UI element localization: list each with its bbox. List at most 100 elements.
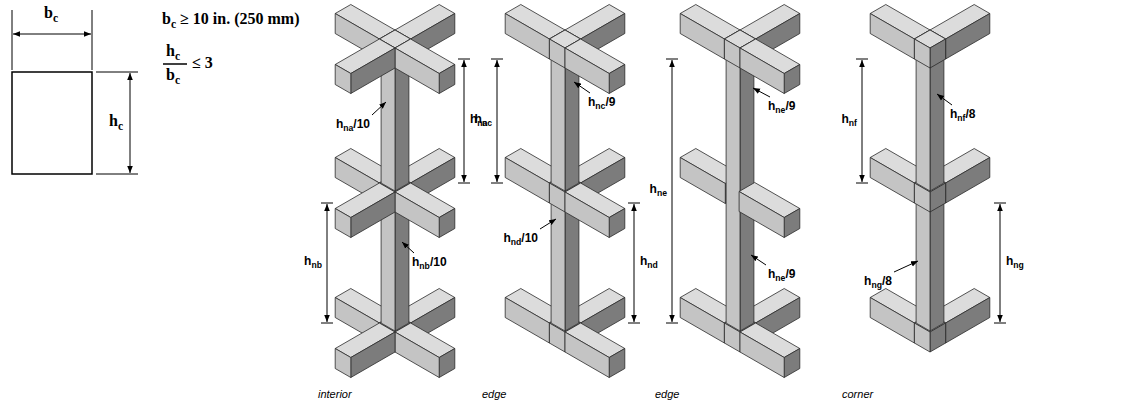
beam-side bbox=[439, 349, 455, 378]
subscript: nc bbox=[482, 118, 492, 128]
subscript: ne bbox=[775, 273, 785, 283]
column-face bbox=[381, 203, 395, 331]
subscript: nd bbox=[647, 260, 658, 270]
subscript: c bbox=[53, 12, 58, 24]
subscript: nb bbox=[419, 261, 430, 271]
beam-face bbox=[565, 332, 609, 378]
beam-face bbox=[505, 298, 549, 344]
callout-label: hnb/10 bbox=[412, 256, 447, 270]
dimension-line bbox=[862, 60, 863, 182]
beam-face bbox=[395, 48, 439, 94]
dimension-tick bbox=[491, 59, 503, 60]
dimension-tick bbox=[628, 323, 640, 324]
figure-caption: interior bbox=[318, 388, 352, 401]
subscript: c bbox=[175, 74, 180, 86]
column-section bbox=[12, 72, 92, 174]
dimension-tick bbox=[458, 183, 470, 184]
leader-line bbox=[574, 82, 590, 93]
column-side bbox=[395, 59, 409, 191]
beam-face bbox=[680, 158, 725, 204]
subscript: nc bbox=[595, 101, 605, 111]
subscript: ng bbox=[1013, 260, 1024, 270]
leader-line bbox=[753, 88, 770, 97]
beam-side bbox=[609, 209, 625, 238]
dimension-tick bbox=[458, 59, 470, 60]
dimension-tick bbox=[994, 323, 1006, 324]
column-side bbox=[565, 203, 579, 331]
subscript: c bbox=[171, 18, 176, 30]
column-face bbox=[551, 203, 565, 331]
fraction-numerator: hc bbox=[166, 42, 180, 60]
beam-side bbox=[784, 209, 800, 238]
dimension-label: hc bbox=[109, 112, 123, 130]
leader-line bbox=[540, 219, 556, 229]
extension-line bbox=[96, 72, 138, 73]
beam-face bbox=[505, 14, 549, 60]
beam-face bbox=[335, 349, 351, 378]
dimension-label: hnb bbox=[304, 255, 322, 269]
dimension-label: hnf bbox=[842, 113, 858, 127]
dimension-tick bbox=[856, 183, 868, 184]
subscript: na bbox=[343, 123, 353, 133]
dimension-line bbox=[130, 73, 131, 173]
dimension-label: bc bbox=[44, 4, 58, 22]
dimension-label: hne bbox=[650, 183, 667, 197]
leader-line bbox=[937, 94, 952, 105]
beam-face bbox=[680, 14, 724, 60]
beam-face bbox=[740, 332, 784, 378]
beam-face bbox=[740, 48, 784, 94]
fraction-denominator: bc bbox=[166, 66, 180, 84]
beam-face bbox=[680, 298, 724, 344]
callout-label: hnc/9 bbox=[588, 96, 615, 110]
beam-side bbox=[609, 349, 625, 378]
beam-face bbox=[395, 332, 439, 378]
beam-face bbox=[505, 158, 549, 204]
beam-joint-face bbox=[724, 39, 740, 68]
dimension-tick bbox=[666, 323, 678, 324]
beam-side bbox=[946, 298, 990, 344]
dimension-line bbox=[13, 34, 91, 35]
callout-label: hne/9 bbox=[768, 100, 795, 114]
leader-line bbox=[894, 261, 918, 272]
extension-line bbox=[12, 10, 13, 70]
beam-side bbox=[784, 349, 800, 378]
extension-line bbox=[96, 174, 138, 175]
figure-caption: edge bbox=[482, 388, 506, 401]
beam-face bbox=[395, 192, 439, 238]
leader-line bbox=[372, 102, 386, 115]
column-face bbox=[916, 203, 930, 331]
beam-joint-side bbox=[930, 39, 946, 68]
beam-side bbox=[351, 48, 395, 94]
column-side bbox=[930, 59, 944, 191]
beam-face bbox=[565, 48, 609, 94]
beam-side bbox=[609, 65, 625, 94]
subscript: c bbox=[175, 50, 180, 62]
beam-joint-face bbox=[914, 39, 930, 68]
figure-caption: corner bbox=[842, 388, 873, 401]
beam-face bbox=[870, 298, 914, 344]
callout-label: hng/8 bbox=[864, 275, 892, 289]
dimension-tick bbox=[628, 203, 640, 204]
beam-face bbox=[870, 158, 914, 204]
callout-label: hnd/10 bbox=[503, 232, 538, 246]
subscript: nf bbox=[849, 118, 857, 128]
subscript: ne bbox=[657, 188, 667, 198]
beam-side bbox=[946, 158, 990, 204]
column-face bbox=[551, 59, 565, 191]
callout-label: hna/10 bbox=[336, 118, 370, 132]
dimension-line bbox=[497, 60, 498, 182]
beam-side bbox=[351, 192, 395, 238]
dimension-tick bbox=[666, 59, 678, 60]
leader-line bbox=[402, 242, 414, 253]
beam-side bbox=[351, 332, 395, 378]
requirement-note: ≤ 3 bbox=[192, 54, 213, 72]
callout-label: hnf/8 bbox=[950, 108, 976, 122]
dimension-line bbox=[464, 60, 465, 182]
column-face bbox=[916, 59, 930, 191]
subscript: ng bbox=[871, 280, 882, 290]
subscript: ne bbox=[775, 105, 785, 115]
dimension-tick bbox=[994, 203, 1006, 204]
beam-face bbox=[335, 65, 351, 94]
